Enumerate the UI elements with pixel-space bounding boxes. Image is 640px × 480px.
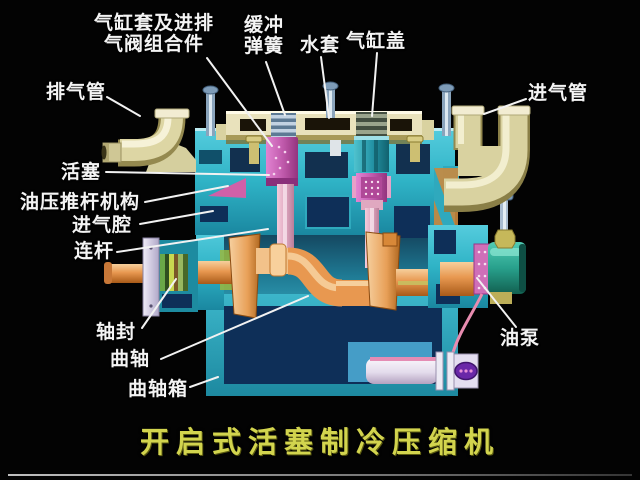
leader-crankshaft: [160, 295, 309, 360]
label-cylinder-head: 气缸盖: [346, 31, 407, 52]
pipe-flange: [497, 105, 531, 116]
leader-connecting-rod: [116, 228, 269, 253]
leader-lines: [105, 52, 527, 388]
head-slot: [390, 119, 412, 131]
leader-cylinder-head: [371, 52, 378, 117]
label-oil-pressure-pushrod-mechanism: 油压推杆机构: [20, 192, 141, 213]
small-stud: [330, 140, 341, 156]
label-oil-pump: 油泵: [500, 328, 541, 349]
seal-cover-plate: [142, 237, 160, 317]
pipe-flange: [451, 105, 485, 116]
leader-intake-chamber: [139, 210, 214, 225]
stud-bolt: [202, 85, 219, 136]
block-window: [394, 206, 430, 238]
buffer-spring-left: [271, 113, 296, 141]
label-crankcase: 曲轴箱: [128, 379, 189, 400]
connecting-rod-part: [277, 184, 294, 250]
label-crankshaft: 曲轴: [110, 349, 151, 370]
label-line: 弹簧: [243, 36, 284, 57]
label-connecting-rod: 连杆: [74, 241, 115, 262]
exhaust-pipe-part: [101, 108, 196, 172]
label-cylinder-liner-valve-assembly: 气缸套及进排 气阀组合件: [92, 13, 216, 55]
label-shaft-seal: 轴封: [96, 322, 137, 343]
leader-shaft-seal: [141, 278, 177, 329]
right-cylinder-piston: [354, 136, 389, 172]
crankshaft-part: [104, 231, 472, 319]
block-slot: [200, 206, 228, 222]
label-line: 气阀组合件: [103, 34, 204, 55]
label-line: 气缸套及进排: [93, 13, 214, 34]
leader-buffer-spring: [265, 61, 286, 116]
intake-pipe-part: [444, 105, 531, 212]
label-exhaust-pipe: 排气管: [46, 82, 107, 103]
block-window: [305, 152, 348, 178]
bottom-border-line: [8, 474, 632, 476]
oil-line: [450, 293, 484, 357]
leader-crankcase: [189, 376, 219, 388]
oil-pump-part: [428, 190, 526, 308]
leader-exhaust-pipe: [106, 96, 141, 117]
small-khaki-bolt: [406, 135, 424, 162]
leader-oil-pump: [476, 277, 517, 328]
label-line: 缓冲: [243, 15, 284, 36]
oil-strainer-part: [366, 293, 484, 391]
cylinder-head-part: [216, 111, 434, 140]
crank-pin: [269, 243, 287, 277]
small-khaki-bolt: [245, 135, 263, 164]
suction-chamber-window: [305, 195, 351, 229]
crank-web-left: [228, 233, 261, 319]
leader-pushrod-mechanism: [144, 185, 229, 203]
label-intake-chamber: 进气腔: [72, 215, 133, 236]
leader-piston: [105, 171, 270, 176]
head-slot: [305, 118, 350, 130]
label-buffer-spring: 缓冲 弹簧: [241, 15, 287, 57]
leader-intake-pipe: [483, 98, 527, 115]
leader-cylinder-liner: [206, 57, 273, 147]
stud-bolt: [322, 81, 339, 118]
stud-bolt: [438, 83, 455, 136]
diagram-title: 开启式活塞制冷压缩机: [139, 427, 501, 459]
unloading-mechanism-cutaway: [208, 178, 246, 198]
label-intake-pipe: 进气管: [528, 83, 589, 104]
label-water-jacket: 水套: [300, 35, 341, 56]
leader-water-jacket: [320, 56, 330, 119]
pump-flange: [473, 243, 491, 295]
label-piston: 活塞: [61, 162, 102, 183]
piston-part: [266, 137, 298, 186]
shaft-seal-part: [142, 237, 198, 317]
pipe-flange: [154, 108, 190, 119]
block-slot: [199, 150, 222, 164]
head-bolts: [202, 81, 455, 164]
